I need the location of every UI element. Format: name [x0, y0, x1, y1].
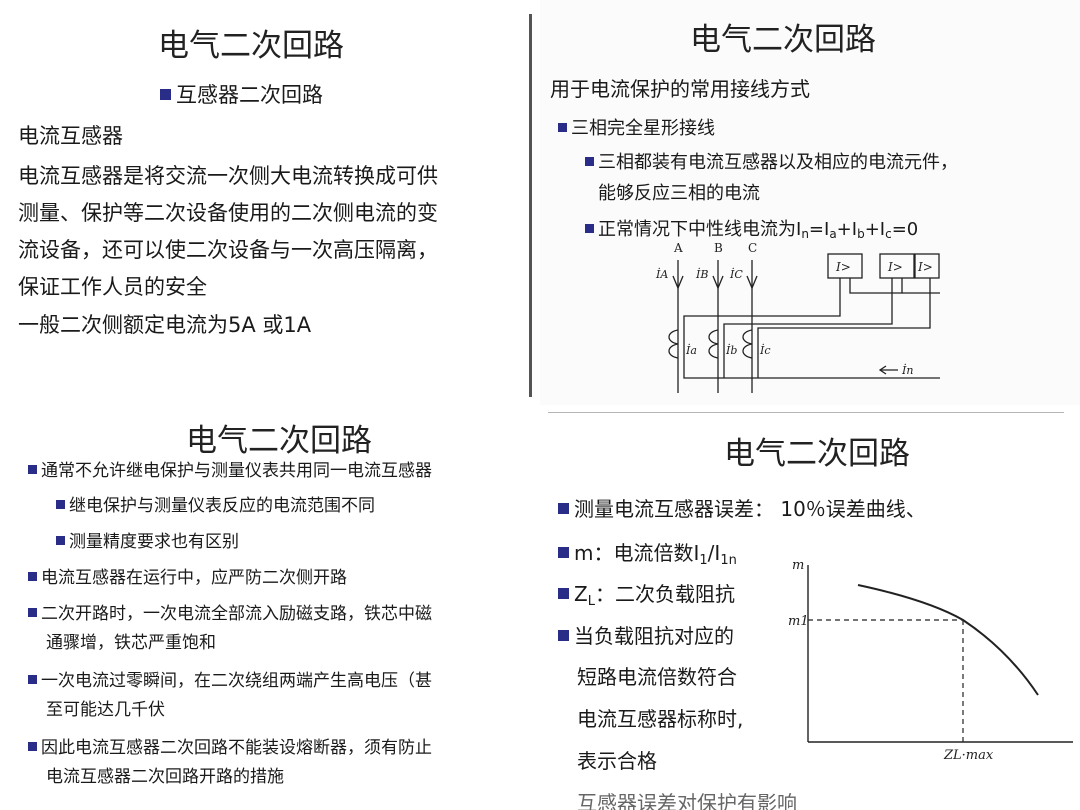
slide-title: 电气二次回路 [186, 423, 372, 459]
list-item: 电流互感器在运行中，应严防二次侧开路 [28, 563, 347, 588]
para-line: 流设备，还可以使二次设备与一次高压隔离， [18, 238, 438, 262]
bullet-icon [585, 223, 594, 233]
list-item: 通常不允许继电保护与测量仪表共用同一电流互感器 [28, 456, 432, 481]
slide-error-curve: 电气二次回路 测量电流互感器误差： 10％误差曲线、 m：电流倍数I1/I1n … [548, 420, 1080, 810]
list-item-cont: 至可能达几千伏 [46, 700, 165, 720]
bullet-qualified: 当负载阻抗对应的 [558, 620, 734, 649]
phase-label: A [673, 241, 683, 255]
phase-label: B [714, 241, 723, 255]
bullet-icon [558, 503, 569, 514]
bullet-qualified-cont: 电流互感器标称时, [577, 707, 744, 731]
bullet-icon [56, 535, 65, 545]
slide-star-connection: 电气二次回路 用于电流保护的常用接线方式 三相完全星形接线 三相都装有电流互感器… [540, 0, 1080, 405]
list-item: 因此电流互感器二次回路不能装设熔断器，须有防止 [28, 733, 432, 758]
bullet-icon [28, 741, 37, 751]
error-curve-chart: m m1 ZL·max [788, 558, 1073, 763]
bullet-icon [585, 156, 594, 166]
intro-line: 用于电流保护的常用接线方式 [550, 77, 810, 101]
subtitle-text: 互感器二次回路 [176, 83, 323, 107]
bullet-neutral: 正常情况下中性线电流为In=Ia+Ib+Ic=0 [585, 215, 918, 241]
list-item: 一次电流过零瞬间，在二次绕组两端产生高电压（甚 [28, 666, 432, 691]
bullet-icon [56, 499, 65, 509]
bullet-three-phase: 三相都装有电流互感器以及相应的电流元件， [585, 148, 958, 174]
bullet-icon [28, 464, 37, 474]
cutoff-line: 互感器误差对保护有影响 [577, 791, 797, 810]
list-item-cont: 电流互感器二次回路开路的措施 [46, 767, 284, 787]
relay-label: I> [887, 260, 903, 274]
secondary-current-label: İb [725, 343, 737, 357]
list-item: 二次开路时，一次电流全部流入励磁支路，铁芯中磁 [28, 599, 432, 624]
relay-label: I> [917, 260, 933, 274]
heading: 电流互感器 [18, 124, 123, 148]
list-item-cont: 通骤增，铁芯严重饱和 [46, 633, 216, 653]
bullet-icon [160, 88, 171, 100]
vertical-divider [529, 14, 532, 397]
bullet-error: 测量电流互感器误差： 10％误差曲线、 [558, 493, 926, 522]
bullet-icon [558, 630, 569, 641]
para-line: 测量、保护等二次设备使用的二次侧电流的变 [18, 201, 438, 225]
y-axis-label: m [792, 558, 804, 573]
bullet-icon [28, 571, 37, 581]
primary-current-label: İC [729, 267, 743, 281]
slide-title: 电气二次回路 [158, 28, 344, 64]
bullet-icon [558, 547, 569, 558]
slide-ct-precautions: 电气二次回路 通常不允许继电保护与测量仪表共用同一电流互感器 继电保护与测量仪表… [0, 415, 540, 810]
x-mark-label: ZL·max [943, 748, 994, 763]
horizontal-divider [548, 412, 1064, 413]
slide-title: 电气二次回路 [690, 22, 876, 58]
para-line: 电流互感器是将交流一次侧大电流转换成可供 [18, 164, 438, 188]
bullet-qualified-cont: 表示合格 [577, 749, 657, 773]
bullet-star: 三相完全星形接线 [558, 114, 715, 140]
slide-ct-intro: 电气二次回路 互感器二次回路 电流互感器 电流互感器是将交流一次侧大电流转换成可… [0, 0, 528, 405]
bullet-icon [28, 607, 37, 617]
bullet-icon [558, 122, 567, 132]
neutral-current-label: İn [901, 363, 913, 377]
secondary-current-label: İc [759, 343, 771, 357]
phase-label: C [748, 241, 757, 255]
bullet-qualified-cont: 短路电流倍数符合 [577, 665, 737, 689]
list-item: 继电保护与测量仪表反应的电流范围不同 [56, 491, 375, 516]
para-line: 保证工作人员的安全 [18, 275, 207, 299]
list-item: 测量精度要求也有区别 [56, 527, 239, 552]
y-mark-label: m1 [788, 614, 809, 629]
bullet-zl: ZL：二次负载阻抗 [558, 578, 735, 609]
bullet-icon [28, 674, 37, 684]
primary-current-label: İA [655, 267, 668, 281]
primary-current-label: İB [695, 267, 708, 281]
bullet-m: m：电流倍数I1/I1n [558, 537, 737, 568]
bullet-three-phase-cont: 能够反应三相的电流 [598, 183, 760, 204]
slide-title: 电气二次回路 [724, 436, 910, 472]
secondary-current-label: İa [685, 343, 697, 357]
subtitle-bullet: 互感器二次回路 [160, 79, 323, 109]
star-connection-diagram: A B C I> I> I> İA İB İC İa İb İc İn [655, 241, 940, 393]
bullet-icon [558, 588, 569, 599]
relay-label: I> [835, 260, 851, 274]
rated-current: 一般二次侧额定电流为5A 或1A [18, 313, 312, 337]
